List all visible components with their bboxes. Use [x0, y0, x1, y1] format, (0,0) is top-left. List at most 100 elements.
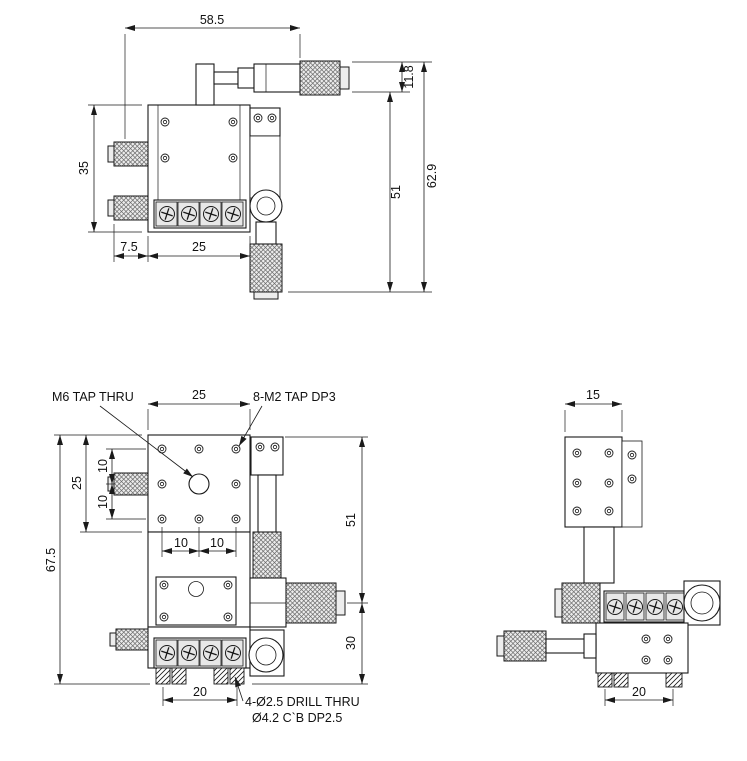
dim-left-10-upper: 10	[96, 448, 146, 485]
terminal-screw-icon	[606, 598, 624, 616]
bearing-inner	[255, 644, 277, 666]
dim-left-25: 25	[54, 434, 142, 533]
h-micrometer-bracket	[249, 577, 287, 628]
m2-tap-icon	[231, 479, 241, 489]
tap-hole-icon	[267, 113, 277, 123]
top-view-dimensions: 58.5 11.8 62.9 51 35	[77, 13, 439, 293]
dim-text: 11.8	[402, 65, 416, 88]
m2-tap-icon	[157, 444, 167, 454]
side-neck	[583, 526, 615, 584]
mounting-foot	[229, 667, 245, 685]
terminal-screw-icon	[158, 644, 176, 662]
dim-text: 51	[344, 513, 358, 527]
dim-text: 10	[210, 536, 224, 550]
dim-text: 51	[389, 185, 403, 199]
dim-7-5: 7.5	[113, 224, 148, 262]
micrometer-cap	[496, 635, 505, 657]
tap-hole-icon	[159, 580, 169, 590]
tap-hole-icon	[641, 655, 651, 665]
tap-hole-icon	[253, 113, 263, 123]
tap-hole-icon	[641, 634, 651, 644]
ratchet-cap	[335, 590, 346, 616]
terminal-screw-icon	[666, 598, 684, 616]
dim-bottom-20-side: 20	[604, 685, 674, 706]
knob-cap	[107, 199, 115, 217]
side-view: 15 20	[496, 388, 721, 706]
terminal-screw-icon	[626, 598, 644, 616]
adjust-knob-upper	[113, 141, 149, 167]
dim-left-67-5: 67.5	[44, 435, 150, 685]
dim-text: 25	[192, 388, 206, 402]
tap-hole-icon	[663, 655, 673, 665]
dim-text: 7.5	[120, 240, 137, 254]
mounting-foot	[155, 667, 171, 685]
tap-hole-icon	[663, 634, 673, 644]
tap-hole-icon	[604, 478, 614, 488]
terminal-screw-icon	[224, 205, 242, 223]
tap-hole-icon	[572, 448, 582, 458]
dim-left-10-lower: 10	[96, 484, 146, 520]
note-drill: 4-Ø2.5 DRILL THRU	[234, 676, 360, 709]
tap-hole-icon	[255, 442, 265, 452]
dim-text: 15	[586, 388, 600, 402]
side-view-dimensions: 15 20	[564, 388, 674, 706]
dim-51-top-view: 51	[387, 92, 403, 292]
micrometer-collar	[237, 67, 255, 89]
note-m2-tap: 8-M2 TAP DP3	[238, 390, 336, 447]
v-micrometer-thimble	[252, 531, 282, 581]
x-micrometer-thimble	[503, 630, 547, 662]
z-micrometer-thimble	[249, 243, 283, 293]
side-lower-bracket	[595, 622, 689, 674]
micrometer-bracket	[195, 63, 215, 106]
dim-text: 67.5	[44, 548, 58, 572]
dim-text: 58.5	[200, 13, 224, 27]
ratchet-cap	[339, 66, 350, 90]
leader-line	[238, 405, 263, 447]
leader-line	[99, 405, 194, 478]
bearing-inner	[256, 196, 276, 216]
micrometer-spindle	[213, 71, 239, 85]
terminal-screw-icon	[646, 598, 664, 616]
top-view-part	[107, 60, 350, 300]
thimble-cap	[554, 588, 563, 618]
leader-line	[234, 676, 244, 702]
dim-text: 30	[344, 636, 358, 650]
dim-text: 10	[174, 536, 188, 550]
mounting-foot	[665, 672, 683, 688]
tap-hole-icon	[160, 117, 170, 127]
tap-hole-icon	[159, 612, 169, 622]
m2-tap-icon	[157, 479, 167, 489]
dim-62-9: 62.9	[288, 62, 439, 293]
z-ratchet-cap	[253, 291, 279, 300]
note-text: 8-M2 TAP DP3	[253, 390, 336, 404]
z-micrometer-shaft	[255, 221, 277, 245]
terminal-screw-icon	[224, 644, 242, 662]
knob-cap	[107, 145, 115, 163]
mounting-foot	[613, 672, 629, 688]
dim-top-25: 25	[147, 388, 251, 430]
m2-tap-icon	[231, 444, 241, 454]
tap-hole-icon	[223, 612, 233, 622]
m2-tap-icon	[194, 444, 204, 454]
dim-top-15: 15	[564, 388, 623, 432]
terminal-screw-icon	[202, 205, 220, 223]
terminal-screw-icon	[158, 205, 176, 223]
z-micrometer-thimble	[561, 582, 601, 624]
note-cbore: Ø4.2 C`B DP2.5	[252, 711, 342, 725]
dim-right-30: 30	[252, 603, 368, 685]
dim-25-top-view: 25	[147, 236, 251, 262]
tap-hole-icon	[604, 448, 614, 458]
dim-mid-10-right: 10	[199, 527, 237, 557]
h-micrometer-thimble	[285, 582, 337, 624]
terminal-screw-icon	[180, 644, 198, 662]
note-m6-tap: M6 TAP THRU	[52, 390, 194, 478]
note-text: 4-Ø2.5 DRILL THRU	[245, 695, 360, 709]
dim-bottom-20: 20	[162, 685, 238, 706]
dim-text: 10	[96, 459, 110, 473]
dim-text: 35	[77, 161, 91, 175]
knob-cap	[109, 632, 117, 647]
mounting-foot	[597, 672, 613, 688]
tap-hole-icon	[572, 506, 582, 516]
adjust-knob-lower	[115, 628, 149, 651]
